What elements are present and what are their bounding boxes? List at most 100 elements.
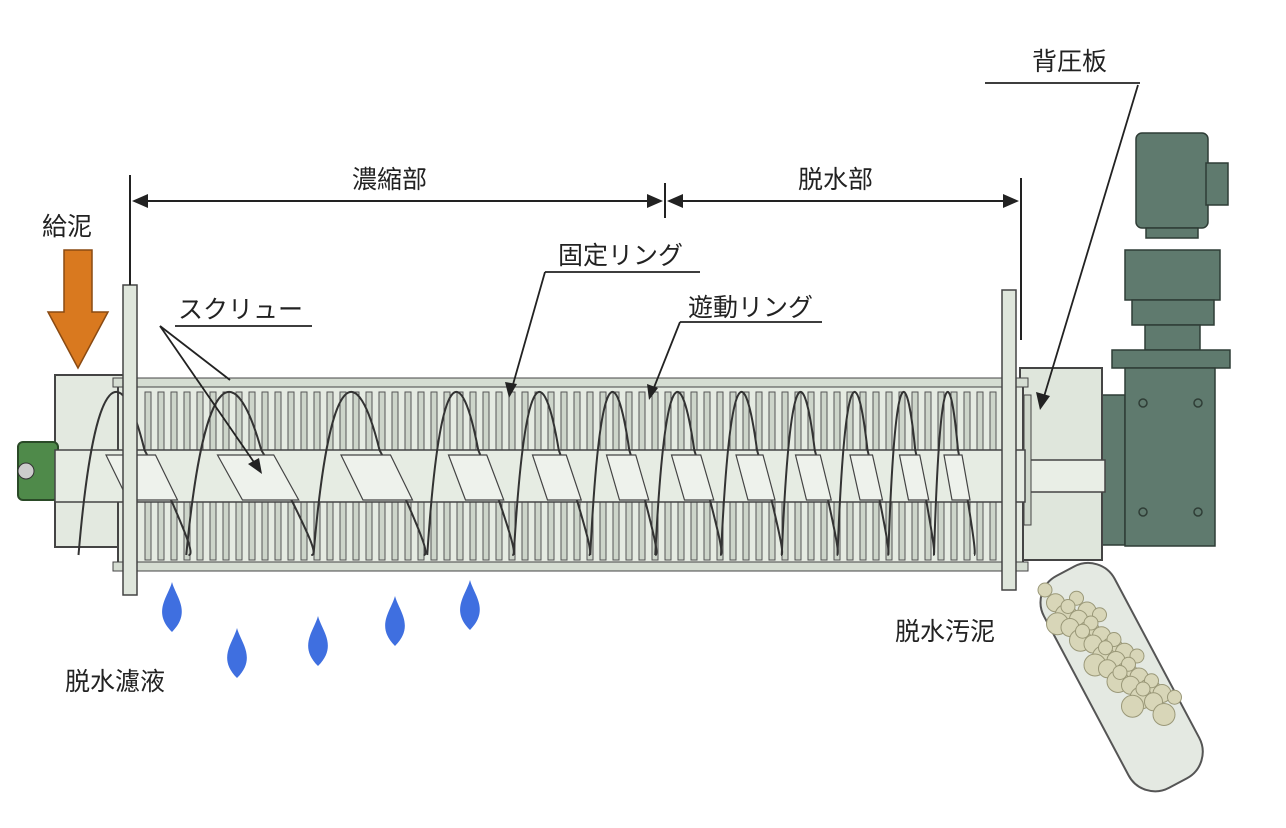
- ring-plate: [534, 391, 542, 451]
- label-back-pressure-plate: 背圧板: [1032, 47, 1108, 76]
- water-drop-icon: [227, 628, 247, 678]
- label-filtrate: 脱水濾液: [65, 667, 166, 696]
- screw-flight-face: [670, 454, 715, 501]
- ring-plate: [560, 391, 568, 451]
- ring-plate: [976, 391, 984, 451]
- screw-flight-face: [447, 454, 505, 501]
- water-drop-icon: [162, 582, 182, 632]
- ring-plate: [859, 501, 867, 561]
- ring-plate: [300, 391, 308, 451]
- label-dewatered-sludge: 脱水汚泥: [895, 617, 996, 646]
- screw-flight: [654, 391, 723, 556]
- screw-flight: [780, 391, 839, 556]
- ring-plate: [729, 501, 737, 561]
- ring-plate: [612, 501, 620, 561]
- ring-plate: [833, 391, 841, 451]
- ring-plate: [495, 501, 503, 561]
- ring-plate: [898, 501, 906, 561]
- screw-flight: [512, 391, 592, 556]
- water-drop-icon: [308, 616, 328, 666]
- sludge-chunk: [1060, 599, 1076, 614]
- ring-plate: [560, 501, 568, 561]
- ring-plate: [157, 501, 165, 561]
- ring-plate: [690, 501, 698, 561]
- ring-plate: [144, 391, 152, 451]
- ring-plate: [911, 501, 919, 561]
- ring-plate: [430, 501, 438, 561]
- screw-flight-face: [849, 454, 884, 501]
- screw-flight-face: [605, 454, 650, 501]
- screw-flight-face: [531, 454, 583, 501]
- ring-plate: [261, 391, 269, 451]
- ring-plate: [430, 391, 438, 451]
- water-drop-icon: [460, 580, 480, 630]
- ring-plate: [625, 501, 633, 561]
- ring-plate: [261, 501, 269, 561]
- sludge-chunk: [1135, 681, 1151, 697]
- ring-plate: [937, 501, 945, 561]
- sludge-chunk: [1098, 640, 1113, 656]
- ring-plate: [183, 391, 191, 451]
- ring-plate: [573, 391, 581, 451]
- screw-flight: [933, 391, 976, 556]
- ring-plate: [170, 391, 178, 451]
- ring-plate: [339, 501, 347, 561]
- ring-plate: [820, 391, 828, 451]
- ring-plate: [703, 391, 711, 451]
- screw-flight-face: [943, 454, 971, 501]
- top-tie-rod: [112, 377, 1029, 388]
- screw-flight: [720, 391, 784, 556]
- ring-plate: [508, 391, 516, 451]
- ring-plate: [755, 391, 763, 451]
- drive-motor: [1099, 132, 1231, 547]
- ring-plate: [950, 501, 958, 561]
- ring-plate: [521, 501, 529, 561]
- screw-flight-face: [340, 454, 414, 501]
- screw-flights: [77, 391, 976, 556]
- right-end-plate: [1001, 289, 1017, 591]
- ring-plate: [872, 391, 880, 451]
- leader-lines: [159, 82, 1140, 474]
- ring-plate: [404, 391, 412, 451]
- sludge-chunk: [1167, 689, 1182, 705]
- ring-plate: [807, 501, 815, 561]
- water-drop-icon: [385, 596, 405, 646]
- ring-plate: [677, 501, 685, 561]
- ring-plate: [274, 391, 282, 451]
- ring-plate: [586, 391, 594, 451]
- ring-plate: [872, 501, 880, 561]
- ring-plate: [794, 501, 802, 561]
- ring-plate: [989, 391, 997, 451]
- ring-plate: [703, 501, 711, 561]
- ring-plate: [638, 391, 646, 451]
- screw-flight-face: [898, 454, 930, 501]
- ring-plate: [391, 501, 399, 561]
- ring-plate: [664, 501, 672, 561]
- sludge-chunk: [1112, 665, 1128, 680]
- ring-plate: [768, 391, 776, 451]
- label-thickening-zone: 濃縮部: [352, 165, 428, 194]
- left-end-plate: [122, 284, 138, 596]
- ring-plate: [443, 501, 451, 561]
- ring-plate: [781, 391, 789, 451]
- ring-plate: [963, 391, 971, 451]
- label-fixed-ring: 固定リング: [558, 241, 684, 270]
- ring-plate: [326, 501, 334, 561]
- ring-plate: [196, 501, 204, 561]
- ring-plate: [313, 391, 321, 451]
- screw-flight-face: [735, 454, 776, 501]
- sludge-chunk: [1037, 582, 1053, 598]
- sludge-feed-arrow: [46, 249, 110, 370]
- sludge-chunk: [1152, 703, 1176, 726]
- screw-flight: [312, 391, 427, 556]
- ring-plate: [456, 501, 464, 561]
- screw-flight: [887, 391, 936, 556]
- ring-plate: [352, 501, 360, 561]
- ring-plate: [417, 391, 425, 451]
- label-dewatering-zone: 脱水部: [798, 165, 874, 194]
- ring-plate: [482, 391, 490, 451]
- ring-plate: [690, 391, 698, 451]
- screw-flight: [836, 391, 890, 556]
- ring-plate: [885, 391, 893, 451]
